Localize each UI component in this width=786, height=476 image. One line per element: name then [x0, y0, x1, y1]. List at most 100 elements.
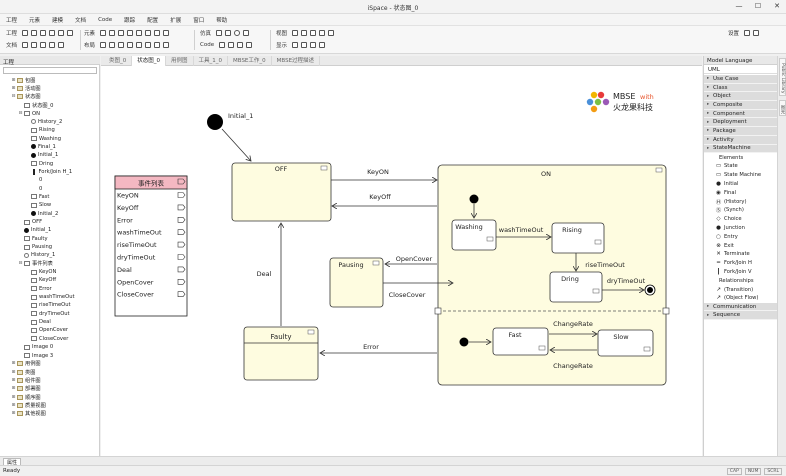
event-item[interactable]: CloseCover — [117, 291, 154, 299]
show-tree-icon[interactable] — [292, 42, 299, 48]
expand-toggle-icon[interactable]: ⊞ — [11, 361, 16, 367]
tree-item[interactable]: Deal — [0, 318, 100, 326]
palette-element[interactable]: ●Initial — [704, 180, 778, 189]
tree-item[interactable]: History_2 — [0, 118, 100, 126]
tree-item[interactable]: ⊞包图 — [0, 76, 100, 84]
zoom-in-icon[interactable] — [292, 30, 299, 36]
tree-item[interactable]: Washing — [0, 134, 100, 142]
tree-item[interactable]: OFF — [0, 218, 100, 226]
style-icon[interactable] — [163, 30, 170, 36]
expand-toggle-icon[interactable]: ⊟ — [11, 94, 16, 100]
step-icon[interactable] — [225, 30, 232, 36]
expand-toggle-icon[interactable]: ⊞ — [11, 386, 16, 392]
expand-toggle-icon[interactable]: ⊟ — [18, 261, 23, 267]
copy-icon[interactable] — [109, 30, 116, 36]
palette-element[interactable]: ◇Choice — [704, 215, 778, 224]
palette-category[interactable]: ▸Class — [704, 83, 778, 93]
menu-element[interactable]: 元素 — [29, 17, 41, 24]
event-list-table[interactable]: 事件列表 — [114, 175, 188, 317]
palette-element[interactable]: Ⓢ(Synch) — [704, 206, 778, 215]
stop-icon[interactable] — [243, 30, 250, 36]
delete-icon[interactable] — [127, 30, 134, 36]
tree-item[interactable]: ⊞部署图 — [0, 385, 100, 393]
tree-item[interactable]: Fork/Join H_1 — [0, 168, 100, 176]
palette-category[interactable]: ▸Package — [704, 127, 778, 136]
palette-category[interactable]: ▸Object — [704, 92, 778, 102]
settings-icon[interactable] — [744, 30, 751, 36]
tree-item[interactable]: Initial_1 — [0, 226, 100, 234]
palette-relationship[interactable]: ↗(Object Flow) — [704, 294, 778, 303]
menu-trace[interactable]: 跟踪 — [124, 17, 136, 24]
palette-category[interactable]: ▸Deployment — [704, 118, 778, 128]
align-middle-icon[interactable] — [136, 42, 143, 48]
tree-item[interactable]: Slow — [0, 201, 100, 209]
event-item[interactable]: KeyON — [117, 192, 139, 200]
export-icon[interactable] — [31, 42, 38, 48]
ruler-icon[interactable] — [328, 30, 335, 36]
maximize-button[interactable]: ☐ — [754, 2, 762, 10]
palette-category[interactable]: ▸Component — [704, 109, 778, 119]
expand-toggle-icon[interactable]: ⊞ — [11, 378, 16, 384]
menu-project[interactable]: 工程 — [6, 17, 18, 24]
expand-toggle-icon[interactable]: ⊞ — [11, 394, 16, 400]
select-all-icon[interactable] — [145, 30, 152, 36]
palette-element[interactable]: ▭State Machine — [704, 171, 778, 180]
tree-item[interactable]: ⊞类图 — [0, 368, 100, 376]
palette-element[interactable]: ○Entry — [704, 232, 778, 241]
tab-class-diagram[interactable]: 类图_0 — [104, 56, 133, 66]
pause-icon[interactable] — [234, 30, 241, 36]
format-icon[interactable] — [154, 30, 161, 36]
event-item[interactable]: KeyOff — [117, 204, 139, 212]
align-right-icon[interactable] — [118, 42, 125, 48]
palette-relationship[interactable]: ↗(Transition) — [704, 285, 778, 294]
tree-item[interactable]: ⊞其他视图 — [0, 410, 100, 418]
state-rising[interactable]: Rising — [551, 222, 605, 254]
grid-icon[interactable] — [319, 30, 326, 36]
tree-item[interactable]: OpenCover — [0, 326, 100, 334]
palette-element[interactable]: ┃Fork/Join V — [704, 268, 778, 277]
tab-mbse-work[interactable]: MBSE工作_0 — [228, 56, 272, 66]
inner-initial-node-2[interactable] — [459, 337, 469, 347]
minimize-button[interactable]: — — [735, 2, 743, 10]
resize-handle[interactable] — [434, 307, 442, 315]
palette-element[interactable]: ━Fork/Join H — [704, 259, 778, 268]
palette-category[interactable]: ▸StateMachine — [704, 144, 778, 154]
expand-toggle-icon[interactable]: ⊞ — [11, 403, 16, 409]
palette-element[interactable]: ◉Final — [704, 188, 778, 197]
palette-group-elements[interactable]: Elements — [704, 153, 778, 162]
inner-initial-node[interactable] — [469, 194, 479, 204]
tree-item[interactable]: Rising — [0, 126, 100, 134]
tab-usecase-diagram[interactable]: 用例图 — [166, 56, 194, 66]
event-item[interactable]: dryTimeOut — [117, 254, 156, 262]
initial-node[interactable] — [207, 114, 223, 130]
palette-category[interactable]: ▸Sequence — [704, 311, 778, 321]
tree-item[interactable]: Initial_1 — [0, 151, 100, 159]
tree-item[interactable]: Dring — [0, 159, 100, 167]
palette-element[interactable]: Ⓗ(History) — [704, 197, 778, 206]
save-all-icon[interactable] — [49, 30, 56, 36]
palette-element[interactable]: ⊗Exit — [704, 241, 778, 250]
close-button[interactable]: ✕ — [774, 2, 780, 10]
event-item[interactable]: washTimeOut — [117, 229, 162, 237]
expand-toggle-icon[interactable]: ⊞ — [11, 77, 16, 83]
preview-icon[interactable] — [49, 42, 56, 48]
side-tab-elements[interactable]: 图元 — [779, 100, 786, 116]
tree-item[interactable]: ⊟ON — [0, 109, 100, 117]
tree-item[interactable]: 0 — [0, 176, 100, 184]
tree-item[interactable]: ⊞顺序图 — [0, 393, 100, 401]
palette-element[interactable]: ●Junction — [704, 224, 778, 233]
help-icon[interactable] — [753, 30, 760, 36]
tree-item[interactable]: ⊞质量视图 — [0, 401, 100, 409]
new-icon[interactable] — [22, 30, 29, 36]
menu-document[interactable]: 文档 — [75, 17, 87, 24]
show-props-icon[interactable] — [310, 42, 317, 48]
align-left-icon[interactable] — [100, 42, 107, 48]
transition-initial-off[interactable] — [221, 128, 251, 161]
align-top-icon[interactable] — [127, 42, 134, 48]
zoom-out-icon[interactable] — [301, 30, 308, 36]
menu-help[interactable]: 帮助 — [216, 17, 228, 24]
document-icon[interactable] — [22, 42, 29, 48]
tree-item[interactable]: Initial_2 — [0, 210, 100, 218]
event-item[interactable]: Deal — [117, 266, 132, 274]
state-off[interactable]: OFF — [231, 162, 332, 222]
